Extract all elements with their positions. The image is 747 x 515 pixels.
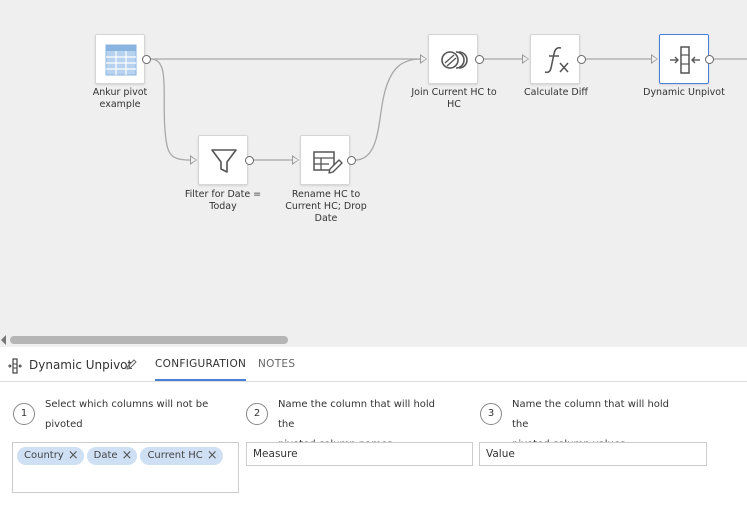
input-port[interactable] [190,155,197,165]
names-column-input[interactable]: Measure [246,442,473,466]
node-unpivot[interactable] [659,34,709,84]
node-input[interactable] [95,34,145,84]
output-port[interactable] [475,54,484,64]
node-filter-label: Filter for Date =Today [184,189,262,212]
column-chip-current-hc: Current HC× [140,447,223,465]
output-port[interactable] [705,54,714,64]
output-port[interactable] [577,54,586,64]
pencil-icon[interactable] [125,358,138,371]
input-port[interactable] [651,54,658,64]
column-select-box[interactable]: Country×Date×Current HC× [12,442,239,493]
step-number: 1 [13,403,35,425]
connection-lines [150,58,747,161]
rename-icon [313,151,343,174]
input-port[interactable] [522,54,529,64]
node-unpivot-label: Dynamic Unpivot [643,87,725,98]
close-icon[interactable]: × [121,448,133,463]
step-number: 3 [480,403,502,425]
close-icon[interactable]: × [206,448,218,463]
column-chip-date: Date× [86,447,138,465]
output-port[interactable] [142,54,151,64]
tool-name: Dynamic Unpivot [29,358,133,372]
tab-notes[interactable]: NOTES [258,358,296,370]
node-calculate-label: Calculate Diff [524,87,588,98]
unpivot-icon [670,46,700,74]
values-column-input[interactable]: Value [479,442,707,466]
scrollbar-thumb[interactable] [10,336,288,344]
input-port[interactable] [292,155,299,165]
column-chip-country: Country× [17,447,84,465]
output-port[interactable] [347,155,356,165]
step-number: 2 [246,403,268,425]
node-calculate[interactable] [530,34,580,84]
table-icon [105,44,137,76]
unpivot-icon [8,358,22,374]
funnel-icon [211,149,237,173]
config-panel-header: Dynamic Unpivot CONFIGURATION NOTES [0,349,747,382]
tab-configuration[interactable]: CONFIGURATION [155,358,247,381]
node-join[interactable] [428,34,478,84]
formula-icon [544,46,569,74]
close-icon[interactable]: × [67,448,79,463]
join-icon [441,51,468,69]
scroll-left-arrow-icon[interactable] [1,335,6,345]
node-filter[interactable] [198,135,248,185]
node-rename[interactable] [300,135,350,185]
horizontal-scrollbar[interactable] [0,333,747,347]
input-port[interactable] [420,54,427,64]
output-port[interactable] [245,155,254,165]
